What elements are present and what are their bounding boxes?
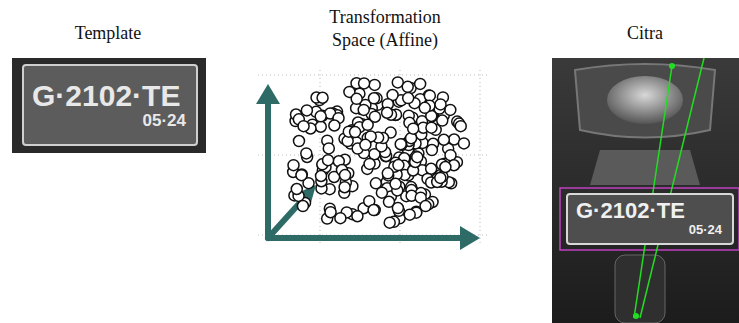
sample-point — [329, 120, 340, 131]
sample-point — [360, 139, 371, 150]
sample-point — [408, 123, 419, 134]
tail-lamp — [607, 76, 683, 124]
plate-number: G·2102·TE — [24, 79, 196, 112]
sample-point — [395, 139, 406, 150]
sample-point — [403, 93, 414, 104]
sample-point — [426, 163, 437, 174]
sample-point — [293, 136, 304, 147]
sample-point — [351, 93, 362, 104]
plate-expiry: 05·24 — [568, 223, 732, 237]
sample-point — [426, 145, 437, 156]
sample-point — [369, 79, 380, 90]
sample-point — [291, 183, 302, 194]
grid — [258, 70, 490, 245]
sample-point — [340, 170, 351, 181]
sample-point — [393, 160, 404, 171]
sample-point — [296, 170, 307, 181]
sample-point — [358, 104, 369, 115]
sample-point — [368, 205, 379, 216]
sample-point — [339, 182, 350, 193]
sample-point — [376, 187, 387, 198]
sample-point — [445, 150, 456, 161]
sample-point — [296, 169, 307, 180]
template-photo — [12, 58, 206, 153]
match-lines — [634, 58, 704, 318]
panel-heading: Template — [28, 22, 188, 45]
sample-point — [458, 138, 469, 149]
sample-point — [288, 160, 299, 171]
sample-point — [396, 139, 407, 150]
sample-point — [315, 121, 326, 132]
sample-point — [384, 217, 395, 228]
sample-point — [368, 93, 379, 104]
sample-point — [404, 209, 415, 220]
sample-cloud — [288, 77, 470, 228]
sample-point — [352, 211, 363, 222]
sample-point — [435, 99, 446, 110]
sample-point — [437, 115, 448, 126]
sample-point — [402, 81, 413, 92]
sample-point — [382, 107, 393, 118]
sample-point — [364, 158, 375, 169]
axis-heads — [256, 84, 480, 250]
sample-point — [435, 172, 446, 183]
tyre — [615, 255, 665, 323]
sample-point — [419, 102, 430, 113]
sample-point — [316, 170, 327, 181]
sample-point — [323, 143, 334, 154]
licence-plate: G·2102·TE05·24 — [22, 64, 198, 146]
sample-point — [301, 148, 312, 159]
plate-number: G·2102·TE — [568, 199, 732, 223]
panel-heading: Citra — [585, 22, 705, 45]
sample-point — [382, 168, 393, 179]
sample-point — [323, 155, 334, 166]
sample-point — [315, 111, 326, 122]
sample-point — [455, 121, 466, 132]
sample-point — [297, 201, 308, 212]
sample-point — [350, 127, 361, 138]
sample-point — [317, 92, 328, 103]
sample-point — [301, 105, 312, 116]
sample-point — [369, 111, 380, 122]
sample-point — [359, 78, 370, 89]
detection-box — [560, 188, 739, 250]
sample-point — [415, 78, 426, 89]
licence-plate: G·2102·TE05·24 — [566, 193, 734, 245]
plate-expiry: 05·24 — [24, 112, 196, 131]
panel-heading: Transformation Space (Affine) — [310, 6, 460, 53]
sample-point — [325, 207, 336, 218]
sample-point — [412, 152, 423, 163]
match-points — [633, 63, 675, 319]
sample-point — [298, 121, 309, 132]
sample-point — [392, 203, 403, 214]
fender — [590, 150, 700, 185]
sample-point — [390, 178, 401, 189]
sample-point — [440, 161, 451, 172]
sample-point — [426, 122, 437, 133]
sample-point — [335, 213, 346, 224]
sample-point — [420, 201, 431, 212]
sample-point — [438, 134, 449, 145]
scene-photo — [552, 58, 739, 323]
axes — [268, 98, 466, 238]
